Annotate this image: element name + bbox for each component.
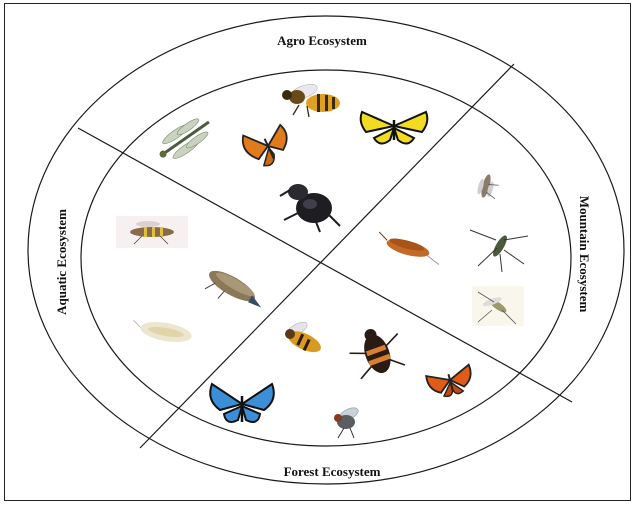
small-fly-icon xyxy=(476,172,501,200)
monarch-butterfly-icon xyxy=(239,119,295,172)
leafhopper-icon xyxy=(200,265,267,319)
mosquito-icon xyxy=(470,230,528,272)
inner-ring xyxy=(81,70,571,446)
label-aquatic: Aquatic Ecosystem xyxy=(54,209,69,315)
banded-fly-icon xyxy=(116,216,188,248)
striped-beetle-icon xyxy=(344,320,409,381)
brown-moth-icon xyxy=(375,232,443,265)
dung-beetle-icon xyxy=(280,184,340,232)
orange-butterfly-icon xyxy=(426,365,476,401)
label-agro: Agro Ecosystem xyxy=(277,33,367,48)
dragonfly-icon xyxy=(153,111,217,166)
outer-ring xyxy=(28,16,624,484)
label-forest: Forest Ecosystem xyxy=(284,464,381,479)
pale-fly-icon xyxy=(472,286,524,326)
hoverfly-icon xyxy=(284,319,324,356)
honeybee-icon xyxy=(282,81,340,117)
divider-line-1 xyxy=(78,128,572,402)
pale-lacewing-icon xyxy=(131,317,193,345)
housefly-icon xyxy=(334,405,360,438)
blue-swallowtail-icon xyxy=(210,384,274,422)
label-mountain: Mountain Ecosystem xyxy=(577,196,592,313)
yellow-butterfly-icon xyxy=(361,112,428,144)
